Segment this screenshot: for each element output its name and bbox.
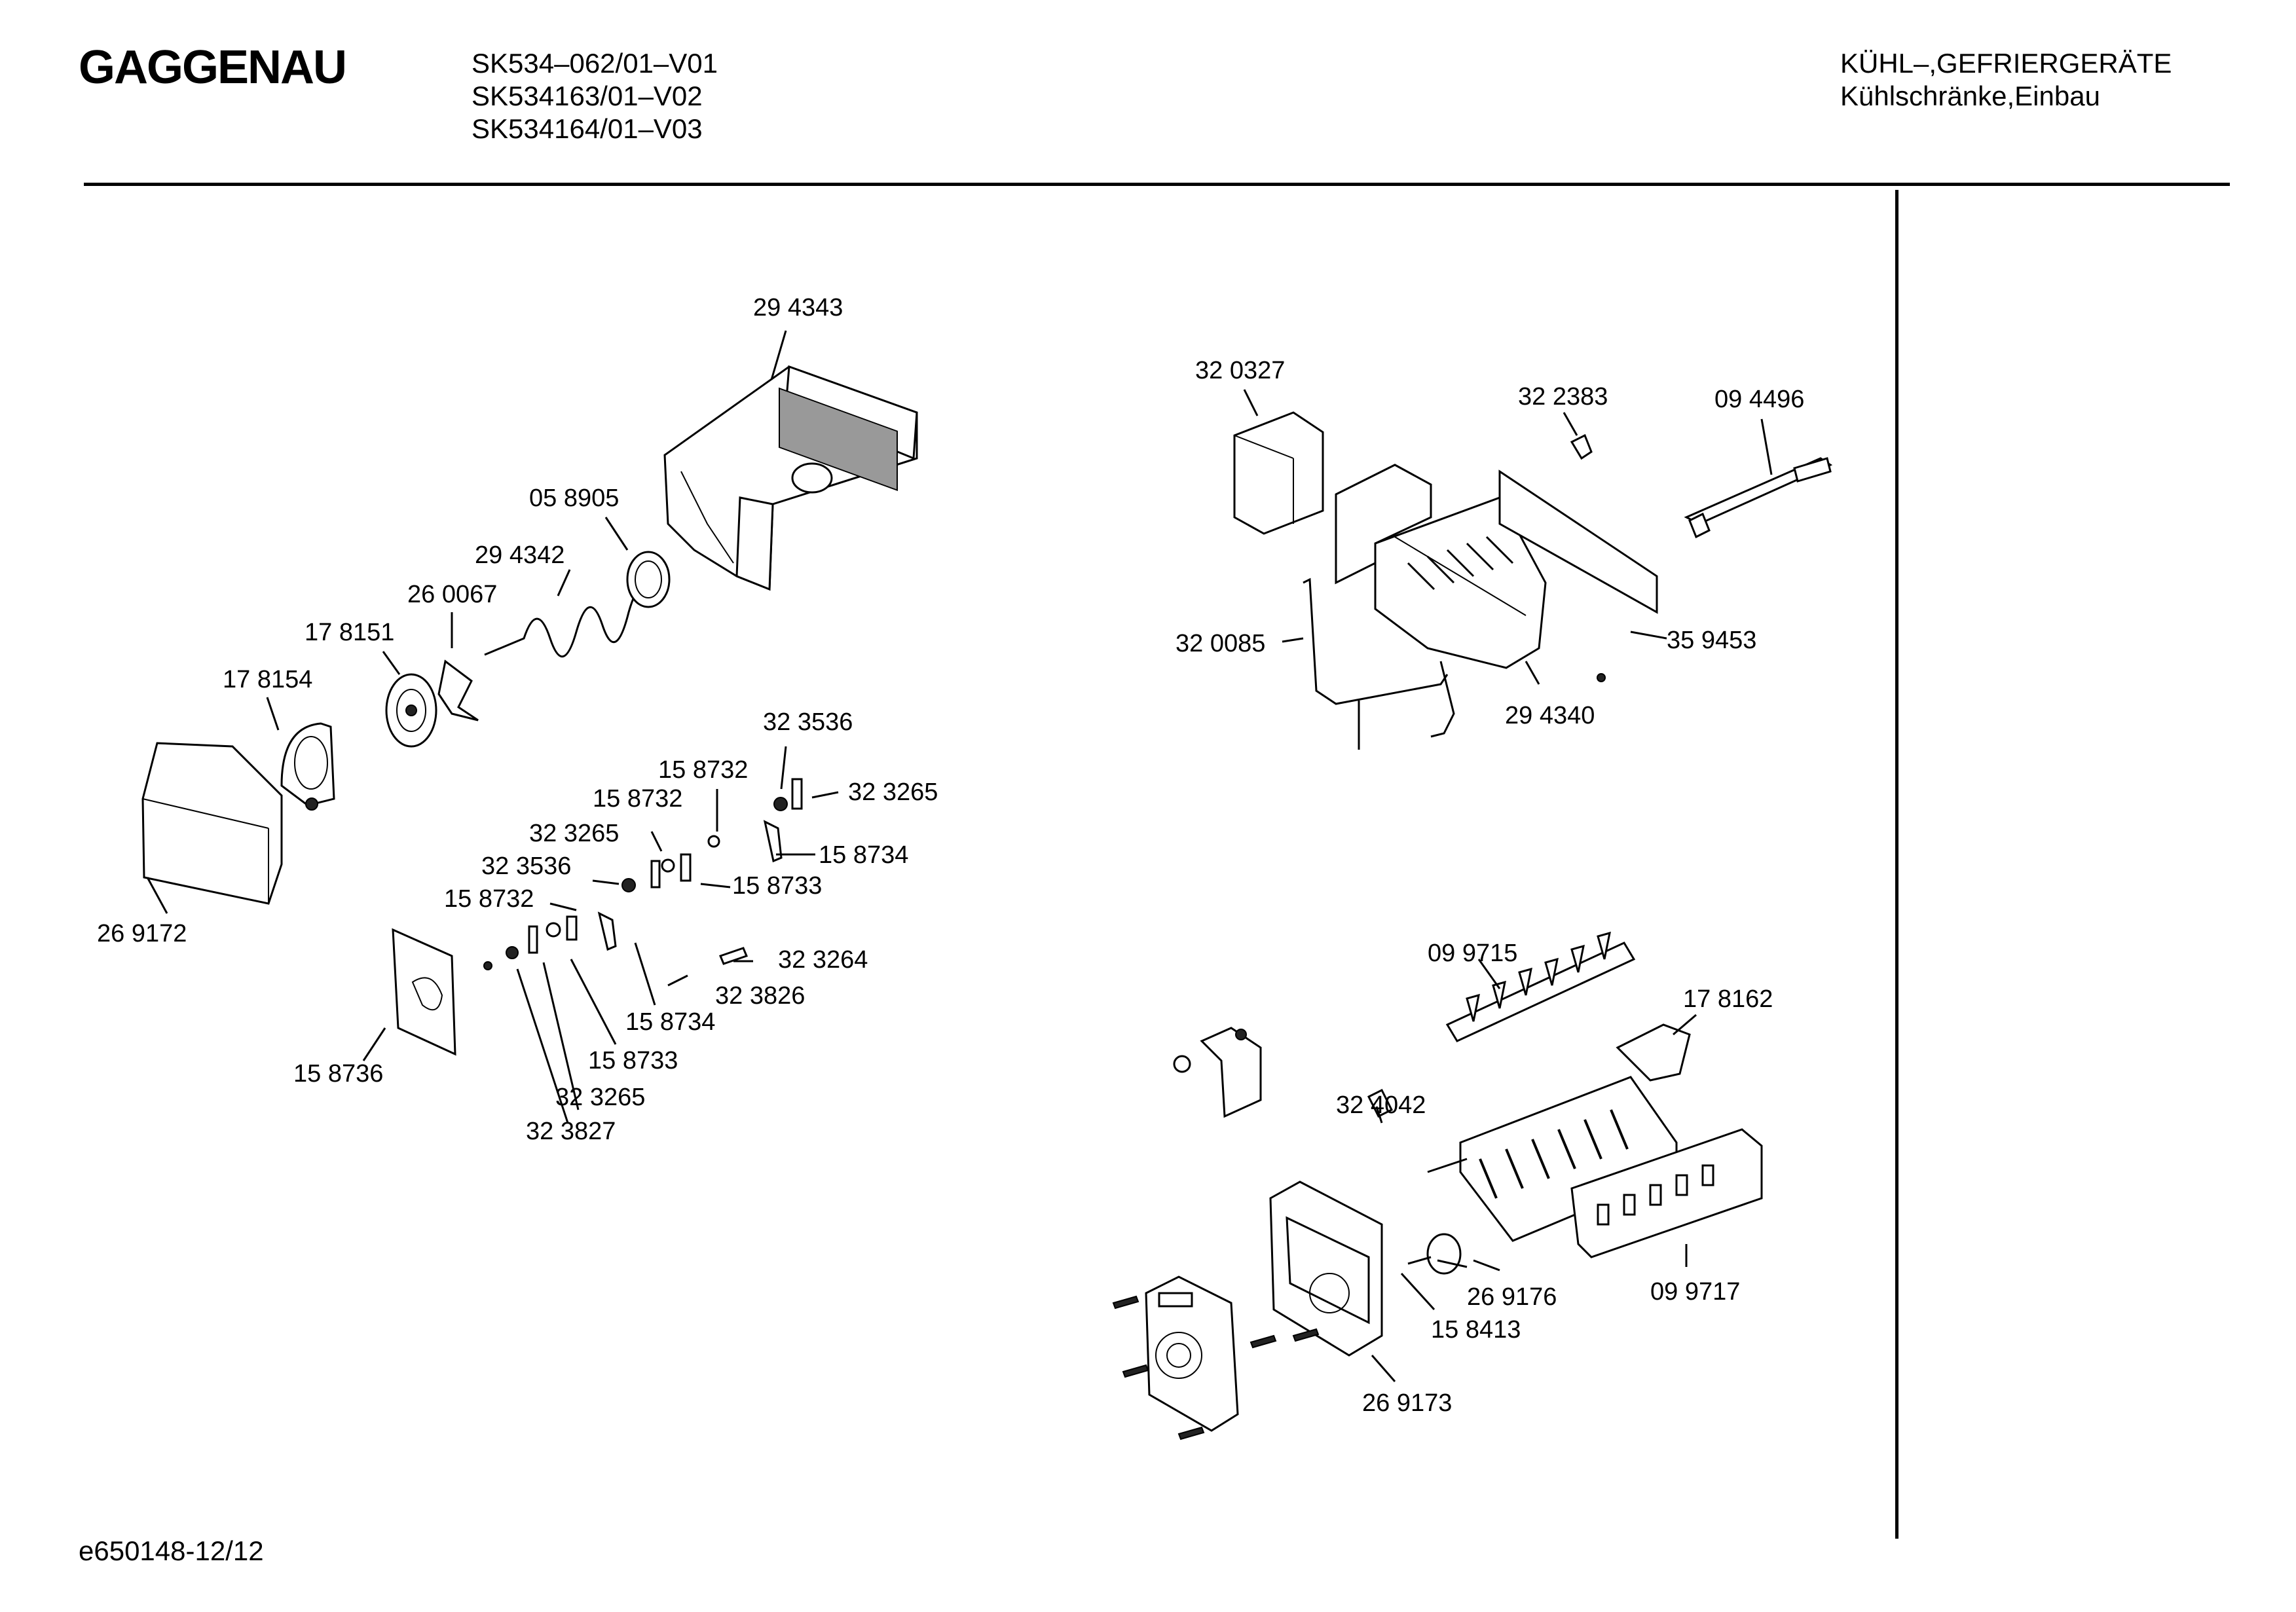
part-labels: 29 4343 05 8905 29 4342 26 0067 17 8151 … [97, 294, 1804, 1417]
part-label: 05 8905 [529, 485, 619, 512]
part-label: 32 3265 [848, 779, 938, 806]
mold-cover-drawing [1570, 1128, 1763, 1267]
screws-drawing [1112, 1295, 1320, 1440]
auger-spring-drawing [484, 569, 656, 658]
category-subtitle: Kühlschränke,Einbau [1840, 81, 2100, 111]
part-label: 09 9715 [1428, 940, 1517, 967]
small-hardware-left [483, 778, 803, 987]
auger-plate-drawing [604, 517, 671, 608]
mounting-bracket-drawing [1173, 1027, 1262, 1118]
part-label: 32 3265 [555, 1084, 645, 1111]
wire-harness-drawing [1282, 577, 1455, 750]
part-label: 29 4342 [475, 541, 565, 569]
part-label: 32 3536 [763, 708, 853, 736]
top-cover-drawing [1233, 389, 1324, 535]
part-label: 32 0085 [1176, 630, 1265, 657]
part-label: 32 3827 [526, 1118, 616, 1145]
impeller-drawing [382, 651, 437, 748]
small-connector-drawing [1367, 1088, 1394, 1124]
side-divider [1895, 190, 1898, 1539]
header-divider [84, 183, 2230, 186]
bracket-rail-drawing [1684, 418, 1833, 539]
part-label: 15 8734 [625, 1008, 715, 1036]
ejector-blade-drawing [1445, 931, 1636, 1042]
part-label: 17 8151 [305, 619, 394, 646]
brand-logo: GAGGENAU [79, 41, 347, 94]
motor-module-drawing [1145, 1275, 1239, 1432]
part-label: 26 9176 [1467, 1283, 1557, 1311]
part-label: 15 8736 [293, 1060, 383, 1088]
part-label: 26 0067 [407, 581, 497, 608]
part-label: 32 0327 [1195, 357, 1285, 384]
part-label: 32 2383 [1518, 383, 1608, 411]
part-label: 15 8732 [444, 885, 534, 913]
back-plate-drawing [362, 928, 456, 1061]
part-label: 17 8154 [223, 666, 312, 693]
ice-maker-drawing [1335, 464, 1667, 685]
category-title: KÜHL–,GEFRIERGERÄTE [1840, 48, 2172, 79]
part-label: 32 3536 [481, 852, 571, 880]
model-number-2: SK534163/01–V02 [472, 81, 703, 111]
shaft-drawing [1400, 1233, 1500, 1311]
drawing-code: e650148-12/12 [79, 1535, 264, 1566]
part-label: 17 8162 [1683, 985, 1773, 1013]
part-label: 32 4042 [1336, 1091, 1426, 1119]
part-label: 15 8734 [819, 841, 908, 869]
part-label: 15 8733 [588, 1047, 678, 1074]
leader-lines-left [516, 746, 839, 1124]
part-label: 09 4496 [1714, 386, 1804, 413]
control-housing-drawing [1269, 1181, 1396, 1382]
part-label: 15 8732 [658, 756, 748, 784]
ice-bin-drawing [663, 330, 918, 591]
model-number-3: SK534164/01–V03 [472, 113, 703, 144]
part-label: 15 8732 [593, 785, 682, 813]
part-label: 15 8733 [732, 872, 822, 900]
clip-drawing [437, 612, 479, 722]
part-label: 32 3265 [529, 820, 619, 847]
part-label: 26 9172 [97, 920, 187, 947]
part-label: 29 4340 [1505, 702, 1595, 729]
part-label: 26 9173 [1362, 1389, 1452, 1417]
model-number-1: SK534–062/01–V01 [472, 48, 718, 79]
part-label: 29 4343 [753, 294, 843, 321]
part-label: 09 9717 [1650, 1278, 1740, 1306]
stripper-drawing [1616, 1014, 1697, 1082]
part-label: 32 3264 [778, 946, 868, 974]
small-clip-drawing [1563, 412, 1593, 460]
part-label: 35 9453 [1667, 627, 1756, 654]
auger-housing-drawing [266, 697, 335, 811]
part-label: 32 3826 [715, 982, 805, 1010]
part-label: 15 8413 [1431, 1316, 1521, 1344]
front-cover-drawing [141, 742, 283, 914]
